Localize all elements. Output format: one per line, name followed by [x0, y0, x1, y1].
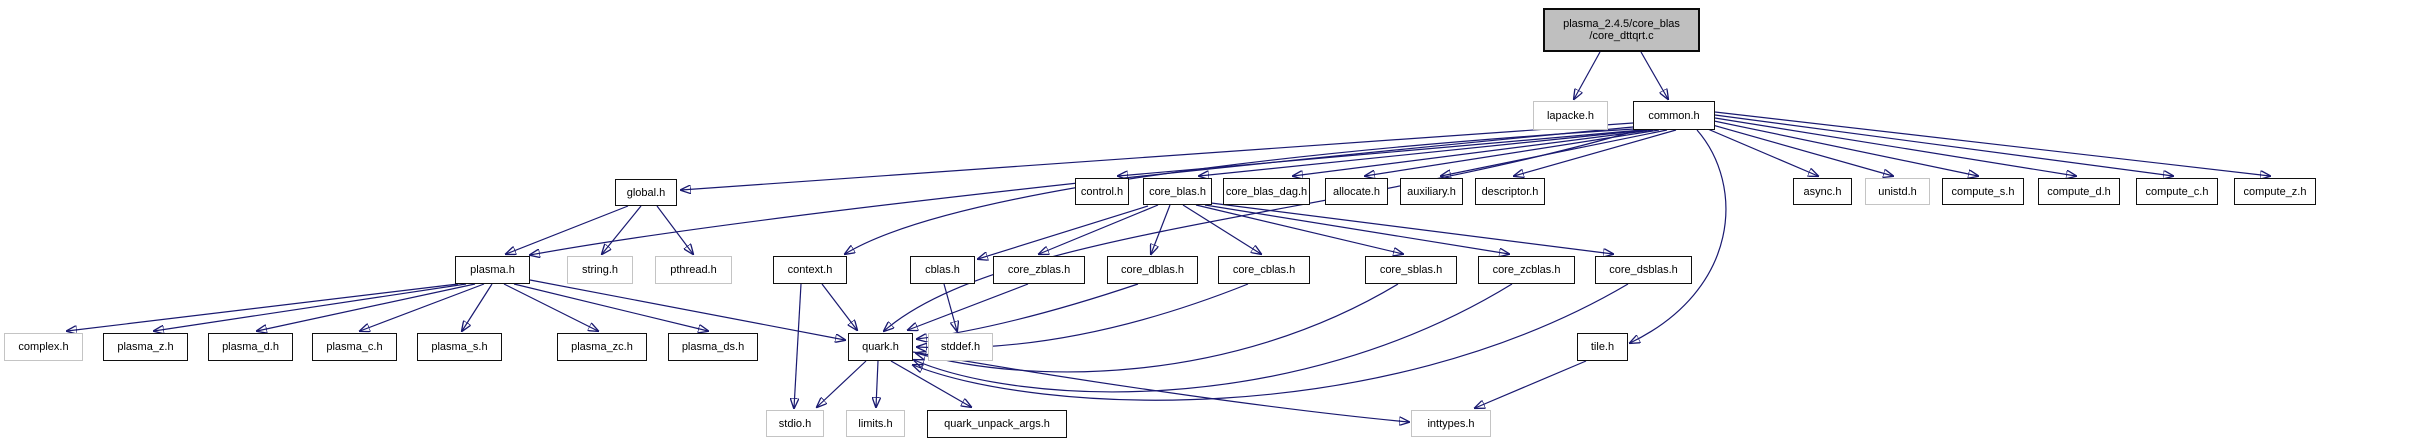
edge-global.h-string.h — [602, 205, 642, 254]
edge-common.h-auxiliary.h — [1441, 129, 1668, 176]
root-label-line2: /core_dttqrt.c — [1589, 30, 1654, 42]
edge-plasma.h-plasma_zc.h — [503, 283, 598, 331]
node-core_zcblas.h[interactable]: core_zcblas.h — [1478, 256, 1575, 284]
edge-core_zblas.h-quark.h — [908, 283, 1029, 330]
node-pthread.h: pthread.h — [655, 256, 732, 284]
node-stddef.h: stddef.h — [928, 333, 993, 361]
node-global.h[interactable]: global.h — [615, 179, 677, 206]
node-compute_s.h[interactable]: compute_s.h — [1942, 178, 2024, 205]
edge-tile.h-inttypes.h — [1475, 360, 1587, 408]
node-plasma_z.h[interactable]: plasma_z.h — [103, 333, 188, 361]
edge-common.h-descriptor.h — [1514, 129, 1677, 176]
edge-common.h-async.h — [1702, 126, 1818, 176]
node-core_blas.h[interactable]: core_blas.h — [1143, 178, 1212, 205]
edge-plasma.h-plasma_d.h — [257, 283, 476, 331]
edge-core_blas.h-core_dsblas.h — [1210, 202, 1613, 254]
node-allocate.h[interactable]: allocate.h — [1325, 178, 1388, 205]
node-compute_c.h[interactable]: compute_c.h — [2136, 178, 2218, 205]
node-inttypes.h: inttypes.h — [1411, 410, 1491, 437]
node-core_dblas.h[interactable]: core_dblas.h — [1107, 256, 1198, 284]
node-tile.h[interactable]: tile.h — [1577, 333, 1628, 361]
edge-quark.h-stdio.h — [817, 360, 867, 407]
node-core_dsblas.h[interactable]: core_dsblas.h — [1595, 256, 1692, 284]
edge-core_sblas.h-quark.h — [916, 283, 1399, 373]
edge-plasma.h-complex.h — [67, 283, 459, 331]
node-plasma_zc.h[interactable]: plasma_zc.h — [557, 333, 647, 361]
node-common.h[interactable]: common.h — [1633, 101, 1715, 130]
node-control.h[interactable]: control.h — [1075, 178, 1129, 205]
node-descriptor.h[interactable]: descriptor.h — [1475, 178, 1545, 205]
node-string.h: string.h — [567, 256, 633, 284]
node-async.h[interactable]: async.h — [1793, 178, 1852, 205]
node-quark.h[interactable]: quark.h — [848, 333, 913, 361]
node-limits.h: limits.h — [846, 410, 905, 437]
edge-core_blas.h-cblas.h — [978, 205, 1149, 259]
edge-plasma.h-plasma_s.h — [462, 283, 493, 331]
edge-common.h-core_blas.h — [1199, 129, 1648, 176]
edge-context.h-stdio.h — [794, 283, 802, 408]
node-plasma_ds.h[interactable]: plasma_ds.h — [668, 333, 758, 361]
edge-quark.h-quark_unpack_args.h — [890, 360, 971, 407]
edge-plasma.h-plasma_ds.h — [513, 283, 708, 331]
edge-common.h-plasma.h — [530, 126, 1634, 255]
node-cblas.h[interactable]: cblas.h — [910, 256, 975, 284]
edge-quark.h-inttypes.h — [912, 351, 1409, 422]
edge-root-common.h — [1640, 51, 1668, 99]
edge-core_dsblas.h-quark.h — [913, 283, 1629, 401]
edge-root-lapacke.h — [1574, 51, 1601, 99]
edge-plasma.h-plasma_c.h — [360, 283, 485, 331]
edge-core_blas.h-core_cblas.h — [1182, 204, 1261, 254]
edge-core_blas.h-core_dblas.h — [1151, 204, 1171, 254]
edge-core_zcblas.h-quark.h — [914, 283, 1513, 393]
edge-plasma.h-plasma_z.h — [154, 283, 467, 331]
edge-core_blas.h-core_sblas.h — [1195, 204, 1403, 254]
edge-common.h-compute_c.h — [1714, 114, 2173, 176]
edge-global.h-pthread.h — [656, 205, 693, 254]
edge-quark.h-limits.h — [876, 360, 878, 407]
edge-common.h-core_blas_dag.h — [1293, 129, 1654, 176]
edge-common.h-compute_z.h — [1714, 111, 2270, 176]
root-label-line1: plasma_2.4.5/core_blas — [1563, 18, 1680, 30]
node-core_cblas.h[interactable]: core_cblas.h — [1218, 256, 1310, 284]
node-core_zblas.h[interactable]: core_zblas.h — [993, 256, 1085, 284]
node-compute_z.h[interactable]: compute_z.h — [2234, 178, 2316, 205]
edge-core_dblas.h-quark.h — [917, 283, 1139, 339]
node-core_dttqrt.c: plasma_2.4.5/core_blas /core_dttqrt.c — [1543, 8, 1700, 52]
edge-common.h-global.h — [681, 122, 1634, 190]
edge-global.h-plasma.h — [506, 205, 629, 254]
edge-common.h-context.h — [845, 128, 1635, 254]
edge-common.h-unistd.h — [1708, 123, 1893, 176]
edge-common.h-compute_s.h — [1713, 120, 1978, 176]
node-plasma_c.h[interactable]: plasma_c.h — [312, 333, 397, 361]
node-lapacke.h: lapacke.h — [1533, 101, 1608, 130]
node-core_blas_dag.h[interactable]: core_blas_dag.h — [1223, 178, 1310, 205]
node-auxiliary.h[interactable]: auxiliary.h — [1400, 178, 1463, 205]
node-context.h[interactable]: context.h — [773, 256, 847, 284]
node-unistd.h: unistd.h — [1865, 178, 1930, 205]
edge-core_blas.h-core_zcblas.h — [1204, 204, 1509, 254]
edge-common.h-tile.h — [1630, 129, 1727, 343]
node-plasma_s.h[interactable]: plasma_s.h — [417, 333, 502, 361]
edge-plasma.h-quark.h — [529, 279, 845, 340]
edge-core_blas.h-core_zblas.h — [1039, 204, 1159, 254]
node-core_sblas.h[interactable]: core_sblas.h — [1365, 256, 1457, 284]
edge-common.h-allocate.h — [1365, 129, 1660, 176]
node-plasma_d.h[interactable]: plasma_d.h — [208, 333, 293, 361]
node-plasma.h[interactable]: plasma.h — [455, 256, 530, 284]
node-quark_unpack_args.h[interactable]: quark_unpack_args.h — [927, 410, 1067, 438]
edge-common.h-control.h — [1118, 129, 1643, 176]
node-compute_d.h[interactable]: compute_d.h — [2038, 178, 2120, 205]
edge-common.h-quark.h — [884, 129, 1639, 331]
edge-context.h-quark.h — [821, 283, 857, 330]
node-stdio.h: stdio.h — [766, 410, 824, 437]
node-complex.h: complex.h — [4, 333, 83, 361]
edge-cblas.h-stddef.h — [943, 283, 957, 331]
edge-common.h-compute_d.h — [1714, 117, 2076, 176]
